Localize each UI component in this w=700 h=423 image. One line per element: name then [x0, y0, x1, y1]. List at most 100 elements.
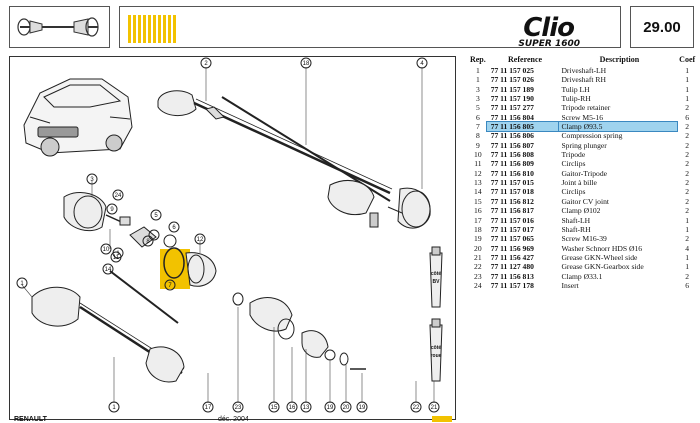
shaft-rh-long	[221, 96, 391, 228]
cell-description: Tulip-RH	[561, 94, 591, 104]
clamp-highlighted	[160, 247, 190, 289]
callout-label: 21	[431, 405, 438, 411]
cell-reference: 77 11 156 813	[490, 271, 534, 281]
cell-rep: 3	[475, 94, 480, 104]
cell-rep: 22	[474, 262, 482, 272]
cv-joint-right	[387, 187, 431, 229]
cell-description: Grease GKN-Gearbox side	[561, 262, 644, 272]
callout-label: 4	[420, 61, 424, 67]
page-number: 29.00	[630, 6, 694, 48]
callout-label: 18	[303, 61, 310, 67]
cell-rep: 8	[475, 131, 480, 141]
cell-coef: 1	[685, 224, 690, 234]
tube-roue-line2: roue	[431, 353, 442, 359]
cell-description: Shaft-RH	[561, 224, 591, 234]
callout-label: 1	[116, 251, 120, 257]
cell-coef: 2	[685, 150, 690, 160]
cell-coef: 1	[685, 75, 690, 85]
cell-rep: 1	[475, 75, 480, 85]
cell-rep: 3	[475, 84, 480, 94]
cell-rep: 1	[475, 66, 480, 75]
cell-description: Clamp Ø93.5	[558, 121, 679, 133]
callout-label: 1	[20, 281, 24, 287]
callout-label: 5	[154, 213, 158, 219]
callout-label: 19	[327, 405, 334, 411]
cell-reference: 77 11 157 026	[490, 75, 534, 85]
cell-coef: 2	[685, 187, 690, 197]
cell-reference: 77 11 156 812	[490, 196, 534, 206]
cell-rep: 23	[474, 271, 482, 281]
cell-reference: 77 11 156 427	[490, 252, 534, 262]
header-title-box: Clio SUPER 1600	[119, 6, 621, 49]
cell-rep: 14	[474, 187, 482, 197]
cell-coef: 2	[685, 168, 690, 178]
cell-description: Gaitor CV joint	[561, 196, 609, 206]
callout-label: 12	[197, 237, 204, 243]
cell-coef: 1	[685, 262, 690, 272]
cell-coef: 2	[685, 131, 690, 141]
callout-label: 9	[110, 207, 114, 213]
col-rep: Rep.	[469, 55, 486, 64]
cell-coef: 1	[685, 215, 690, 225]
table-row[interactable]: 22 77 11 127 480 Grease GKN-Gearbox side 1	[469, 262, 697, 271]
grease-tubes	[429, 246, 443, 382]
cell-rep: 12	[474, 168, 482, 178]
tube-roue-line1: côté	[431, 345, 442, 351]
cell-reference: 77 11 156 969	[490, 243, 534, 253]
callout-leaders	[21, 67, 435, 403]
gaitor-cv-parts	[232, 292, 366, 370]
callout-circles	[16, 57, 440, 413]
callout-label: 6	[172, 225, 176, 231]
cell-rep: 18	[474, 224, 482, 234]
cell-rep: 19	[474, 234, 482, 244]
callout-label: 16	[289, 405, 296, 411]
callout-label: 13	[303, 405, 310, 411]
cell-coef: 2	[685, 234, 690, 244]
cell-description: Screw M16-39	[561, 234, 607, 244]
col-reference: Reference	[508, 55, 543, 64]
tube-bv-line2: BV	[433, 279, 441, 285]
cell-description: Joint à bille	[561, 178, 597, 188]
cell-rep: 6	[475, 112, 480, 122]
callout-label: 19	[359, 405, 366, 411]
cell-coef: 1	[685, 252, 690, 262]
cell-reference: 77 11 157 017	[490, 224, 534, 234]
cell-description: Insert	[561, 280, 579, 290]
cell-reference: 77 11 157 025	[490, 66, 534, 75]
col-description: Description	[599, 55, 640, 64]
cell-coef: 1	[685, 66, 690, 75]
callout-label: 8	[146, 239, 150, 245]
cell-coef: 2	[685, 206, 690, 216]
model-logo: Clio	[523, 13, 575, 43]
callout-label: 2	[204, 61, 208, 67]
table-row[interactable]: 18 77 11 157 017 Shaft-RH 1	[469, 225, 697, 234]
table-header: Rep. Reference Description Coef	[469, 55, 697, 66]
callout-label: 3	[90, 177, 94, 183]
cell-reference: 77 11 127 480	[490, 262, 534, 272]
cell-description: Tripode retainer	[561, 103, 611, 113]
cell-reference: 77 11 157 015	[490, 178, 534, 188]
exploded-diagram: 2 18 4 3 24 9 5 6 12 10 11 8 7 14 1 1 1 …	[9, 56, 456, 420]
